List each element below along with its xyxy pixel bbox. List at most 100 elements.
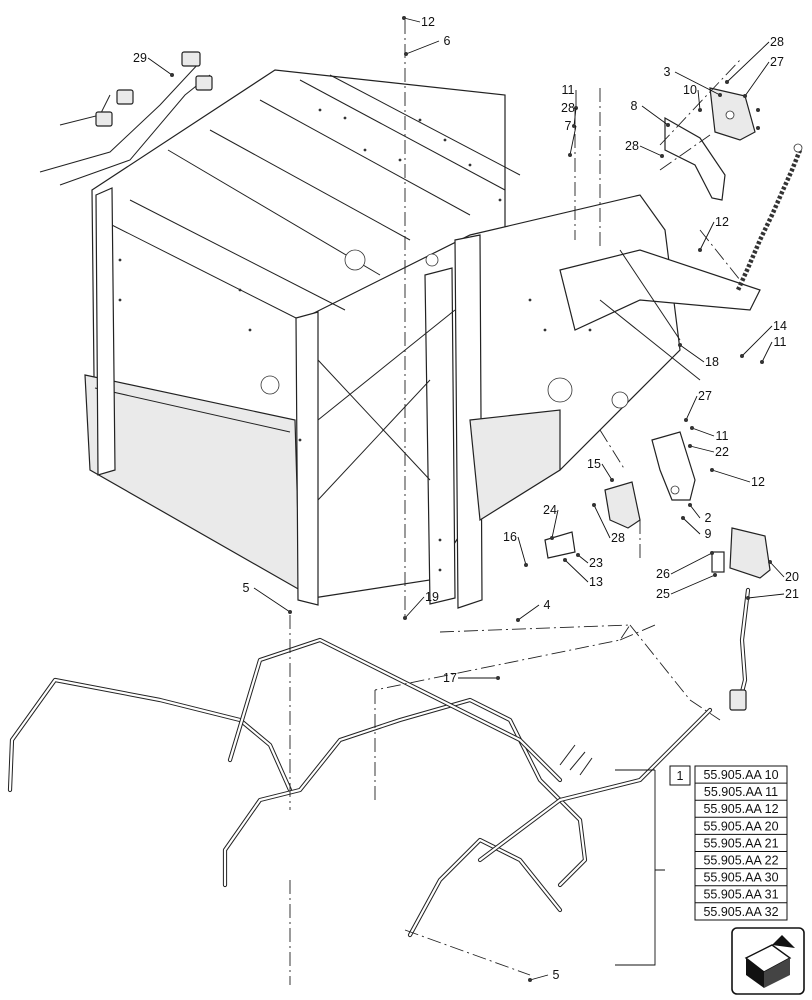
bracket-assembly-top bbox=[664, 87, 760, 201]
reference-link[interactable]: 55.905.AA 11 bbox=[704, 785, 778, 799]
callout-label[interactable]: 2 bbox=[705, 511, 712, 525]
callout-point bbox=[572, 124, 576, 128]
callout-label[interactable]: 6 bbox=[444, 34, 451, 48]
callout-label[interactable]: 4 bbox=[544, 598, 551, 612]
callout-point bbox=[576, 553, 580, 557]
callout-leader bbox=[564, 559, 589, 583]
main-harness bbox=[7, 637, 713, 938]
callout-leader bbox=[679, 344, 705, 363]
reference-link[interactable]: 55.905.AA 22 bbox=[703, 854, 778, 868]
callout-label[interactable]: 16 bbox=[503, 530, 517, 544]
callout-leader bbox=[761, 341, 773, 363]
callout-label[interactable]: 25 bbox=[656, 587, 670, 601]
callout-leader bbox=[689, 445, 715, 453]
callout-point bbox=[678, 343, 682, 347]
callout-leader bbox=[529, 974, 549, 981]
callout-label[interactable]: 14 bbox=[773, 319, 787, 333]
callout-label[interactable]: 12 bbox=[751, 475, 765, 489]
callout-label[interactable]: 13 bbox=[589, 575, 603, 589]
callout-point bbox=[684, 418, 688, 422]
reference-index: 1 bbox=[677, 769, 684, 783]
callout-label[interactable]: 28 bbox=[625, 139, 639, 153]
callout-label[interactable]: 21 bbox=[785, 587, 799, 601]
callout-label[interactable]: 5 bbox=[243, 581, 250, 595]
callout-leader bbox=[404, 596, 425, 619]
callout-label[interactable]: 22 bbox=[715, 445, 729, 459]
callout-label[interactable]: 12 bbox=[715, 215, 729, 229]
callout-label[interactable]: 28 bbox=[561, 101, 575, 115]
callout-leader bbox=[697, 89, 701, 111]
callout-leader bbox=[577, 554, 589, 564]
callout-leader bbox=[573, 107, 577, 127]
callout-label[interactable]: 9 bbox=[705, 527, 712, 541]
callout-leader bbox=[639, 145, 663, 157]
bracket-9 bbox=[651, 431, 696, 501]
callout-leader bbox=[747, 593, 785, 599]
callout-point bbox=[743, 94, 747, 98]
reference-link[interactable]: 55.905.AA 12 bbox=[703, 802, 778, 816]
reference-link[interactable]: 55.905.AA 10 bbox=[703, 768, 778, 782]
callout-label[interactable]: 12 bbox=[421, 15, 435, 29]
callout-leader bbox=[699, 221, 715, 251]
callout-point bbox=[713, 573, 717, 577]
callout-label[interactable]: 24 bbox=[543, 503, 557, 517]
callout-leader bbox=[674, 71, 721, 96]
reference-link[interactable]: 55.905.AA 21 bbox=[703, 836, 778, 850]
callout-point bbox=[610, 478, 614, 482]
callout-point bbox=[666, 123, 670, 127]
callout-point bbox=[568, 153, 572, 157]
reference-link[interactable]: 55.905.AA 30 bbox=[703, 871, 778, 885]
callout-point bbox=[170, 73, 174, 77]
harness-29 bbox=[39, 51, 213, 186]
center-lines bbox=[289, 20, 741, 985]
callout-point bbox=[516, 618, 520, 622]
callout-point bbox=[550, 536, 554, 540]
callout-point bbox=[698, 108, 702, 112]
view-arrow-icon[interactable] bbox=[731, 927, 805, 995]
baler-frame bbox=[84, 69, 761, 609]
callout-label[interactable]: 5 bbox=[553, 968, 560, 982]
callout-point bbox=[524, 563, 528, 567]
callout-leader bbox=[403, 17, 421, 23]
reference-link[interactable]: 55.905.AA 31 bbox=[703, 888, 778, 902]
callout-label[interactable]: 28 bbox=[611, 531, 625, 545]
callout-leader bbox=[769, 561, 785, 578]
callout-label[interactable]: 28 bbox=[770, 35, 784, 49]
callout-label[interactable]: 11 bbox=[774, 335, 787, 349]
callout-label[interactable]: 27 bbox=[698, 389, 712, 403]
callout-leader bbox=[405, 40, 440, 55]
harness-21 bbox=[729, 587, 751, 711]
callout-leader bbox=[691, 427, 715, 437]
callout-point bbox=[710, 551, 714, 555]
reference-link[interactable]: 55.905.AA 20 bbox=[703, 819, 778, 833]
callout-label[interactable]: 27 bbox=[770, 55, 784, 69]
callout-label[interactable]: 11 bbox=[716, 429, 729, 443]
reference-box: 1 55.905.AA 10 55.905.AA 11 55.905.AA 12 55… bbox=[615, 765, 788, 966]
callout-leader bbox=[741, 325, 773, 357]
callout-label[interactable]: 18 bbox=[705, 355, 719, 369]
callout-label[interactable]: 26 bbox=[656, 567, 670, 581]
callout-label[interactable]: 7 bbox=[565, 119, 572, 133]
callout-leader bbox=[517, 536, 527, 566]
callout-point bbox=[718, 93, 722, 97]
callout-label[interactable]: 23 bbox=[589, 556, 603, 570]
callout-leader bbox=[517, 604, 540, 621]
callout-label[interactable]: 29 bbox=[133, 51, 147, 65]
callout-label[interactable]: 15 bbox=[587, 457, 601, 471]
callout-label[interactable]: 11 bbox=[562, 83, 575, 97]
callout-point bbox=[688, 444, 692, 448]
callout-point bbox=[660, 154, 664, 158]
callout-point bbox=[688, 503, 692, 507]
callout-label[interactable]: 19 bbox=[425, 590, 439, 604]
callout-label[interactable]: 10 bbox=[683, 83, 697, 97]
reference-link[interactable]: 55.905.AA 32 bbox=[703, 905, 778, 919]
callout-label[interactable]: 20 bbox=[785, 570, 799, 584]
callout-point bbox=[404, 52, 408, 56]
callout-point bbox=[563, 558, 567, 562]
callout-label[interactable]: 17 bbox=[443, 671, 457, 685]
callout-label[interactable]: 3 bbox=[664, 65, 671, 79]
callout-leader bbox=[685, 395, 698, 421]
callout-label[interactable]: 8 bbox=[631, 99, 638, 113]
